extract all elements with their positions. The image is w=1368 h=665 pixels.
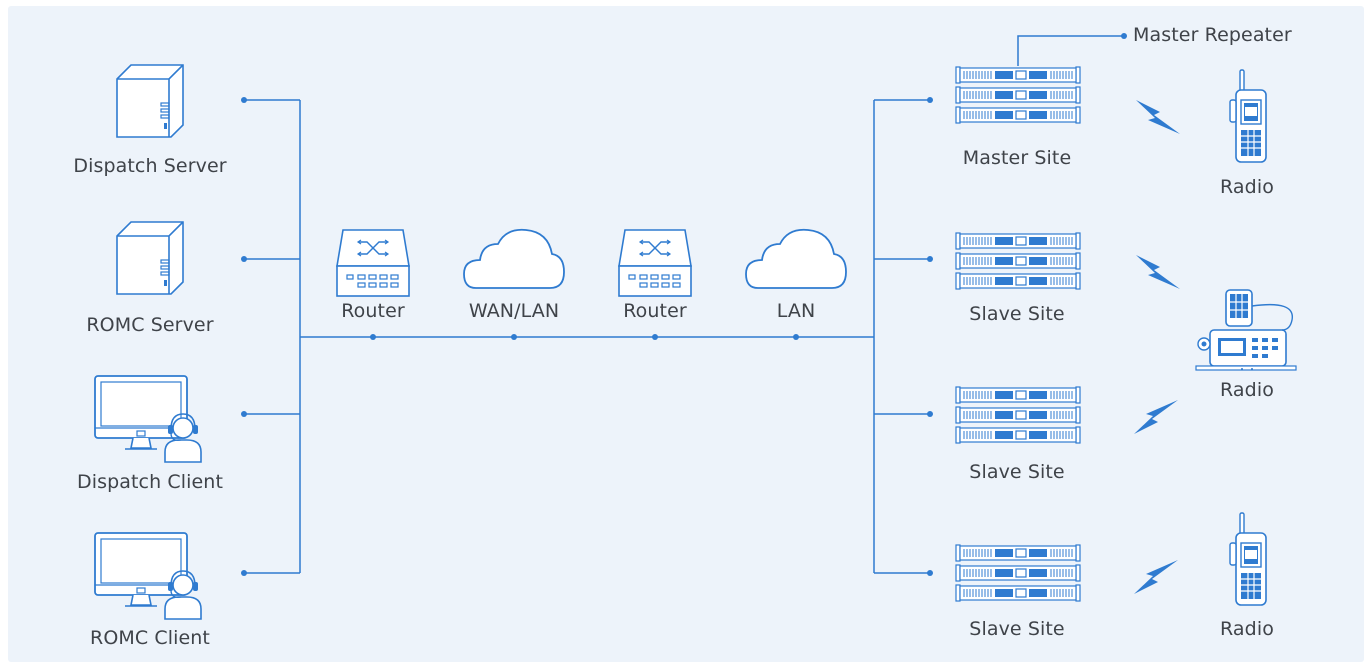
wan-lan-cloud-icon bbox=[463, 228, 565, 289]
wan-lan-label: WAN/LAN bbox=[468, 300, 560, 322]
wireless-link-3-icon bbox=[1134, 400, 1178, 434]
dispatch-client-icon bbox=[94, 375, 202, 463]
handheld-radio-1-icon bbox=[1229, 69, 1267, 163]
slave-site-1-label: Slave Site bbox=[969, 303, 1065, 325]
mobile-radio-icon bbox=[1195, 289, 1297, 371]
master-site-label: Master Site bbox=[962, 147, 1072, 169]
router-1-icon bbox=[336, 229, 410, 297]
slave-site-2-label: Slave Site bbox=[969, 461, 1065, 483]
dispatch-client-label: Dispatch Client bbox=[77, 471, 223, 493]
romc-server-icon bbox=[116, 221, 184, 295]
dispatch-server-label: Dispatch Server bbox=[73, 155, 227, 177]
radio-3-label: Radio bbox=[1220, 618, 1274, 640]
router-2-icon bbox=[618, 229, 692, 297]
left-bus-lines bbox=[244, 99, 301, 574]
romc-client-label: ROMC Client bbox=[90, 627, 210, 649]
router-1-label: Router bbox=[341, 300, 405, 322]
slave-site-1-repeater-stack-icon bbox=[956, 233, 1080, 289]
radio-1-label: Radio bbox=[1220, 176, 1274, 198]
right-bus-lines bbox=[873, 99, 930, 574]
lan-cloud-icon bbox=[745, 228, 847, 289]
wireless-link-2-icon bbox=[1136, 255, 1180, 289]
master-site-repeater-stack-icon bbox=[956, 67, 1080, 123]
right-connector-dots bbox=[927, 97, 933, 576]
handheld-radio-2-icon bbox=[1229, 512, 1267, 606]
diagram-background bbox=[8, 6, 1364, 662]
dispatch-server-icon bbox=[116, 64, 184, 138]
radio-2-label: Radio bbox=[1220, 379, 1274, 401]
left-connector-dots bbox=[241, 97, 247, 576]
lan-label: LAN bbox=[776, 300, 816, 322]
romc-server-label: ROMC Server bbox=[86, 314, 214, 336]
backbone-dots bbox=[370, 334, 799, 340]
master-repeater-callout-dot bbox=[1121, 33, 1127, 39]
slave-site-3-label: Slave Site bbox=[969, 618, 1065, 640]
wireless-link-4-icon bbox=[1134, 560, 1178, 594]
master-repeater-label: Master Repeater bbox=[1133, 24, 1292, 46]
master-repeater-callout-line bbox=[1017, 35, 1124, 66]
wireless-link-1-icon bbox=[1136, 100, 1180, 134]
slave-site-3-repeater-stack-icon bbox=[956, 545, 1080, 601]
romc-client-icon bbox=[94, 532, 202, 620]
slave-site-2-repeater-stack-icon bbox=[956, 387, 1080, 443]
router-2-label: Router bbox=[623, 300, 687, 322]
